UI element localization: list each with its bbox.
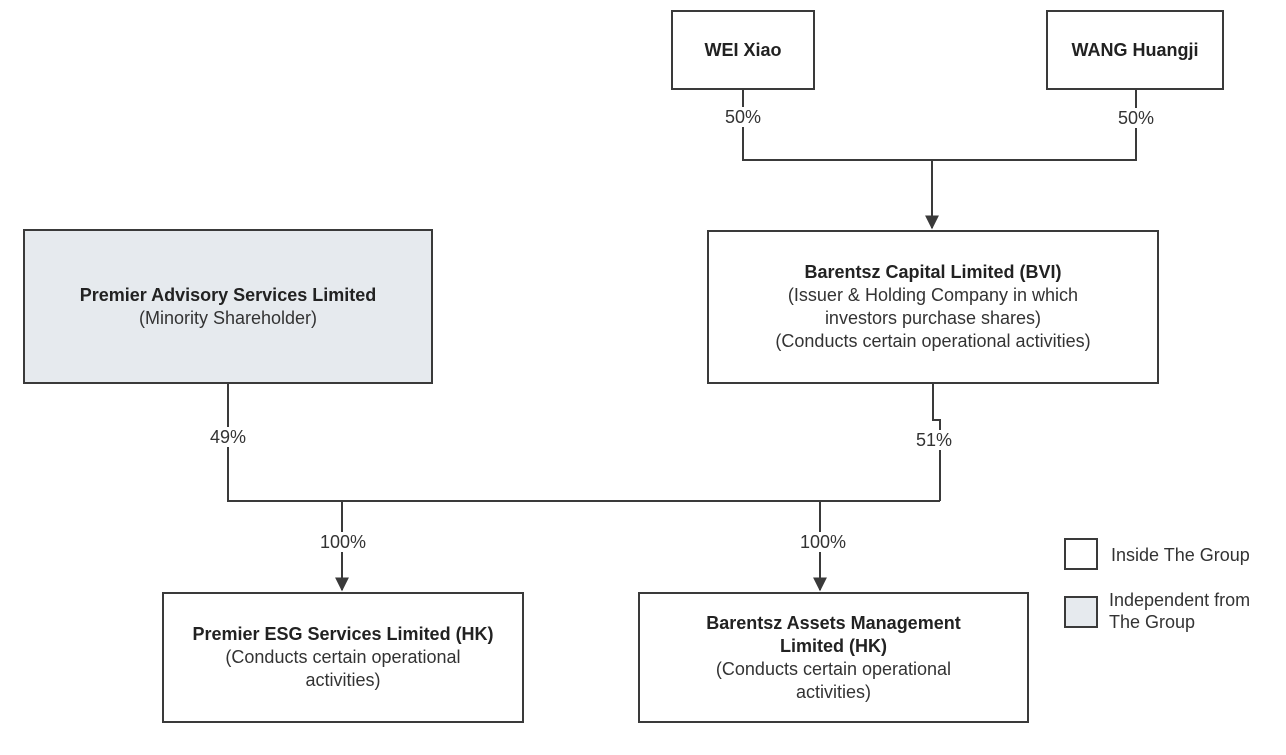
node-wang-huangji: WANG Huangji xyxy=(1046,10,1224,90)
node-desc-line: (Conducts certain operational xyxy=(715,658,952,679)
node-title: Premier Advisory Services Limited xyxy=(79,284,377,305)
node-desc-line: (Conducts certain operational activities… xyxy=(775,331,1091,351)
edge-premier-advisory xyxy=(227,384,940,502)
node-desc-line: investors purchase shares) xyxy=(824,308,1042,328)
legend-inside-swatch xyxy=(1064,538,1098,570)
node-title: WEI Xiao xyxy=(704,39,782,60)
node-title-line: Limited (HK) xyxy=(780,635,887,656)
node-premier-advisory: Premier Advisory Services Limited (Minor… xyxy=(23,229,433,384)
node-desc-line: activities) xyxy=(305,670,381,690)
node-desc-line: (Issuer & Holding Company in which xyxy=(787,285,1079,305)
legend-independent-swatch xyxy=(1064,596,1098,628)
node-desc-line: (Conducts certain operational xyxy=(225,647,461,667)
pct-wang-huangji: 50% xyxy=(1115,108,1157,128)
edge-wang-huangji xyxy=(932,90,1137,161)
pct-barentsz-capital: 51% xyxy=(913,430,955,450)
node-barentsz-capital: Barentsz Capital Limited (BVI) (Issuer &… xyxy=(707,230,1159,384)
node-title: Barentsz Capital Limited (BVI) xyxy=(804,262,1062,282)
node-title: Premier ESG Services Limited (HK) xyxy=(192,624,494,644)
edge-wei-xiao xyxy=(742,90,932,161)
pct-premier-advisory: 49% xyxy=(207,427,249,447)
pct-premier-esg: 100% xyxy=(317,532,369,552)
node-title-line: Barentsz Assets Management xyxy=(706,612,961,633)
pct-barentsz-assets: 100% xyxy=(797,532,849,552)
node-premier-esg: Premier ESG Services Limited (HK) (Condu… xyxy=(162,592,524,723)
edge-barentsz-capital xyxy=(932,384,941,501)
node-desc-line: activities) xyxy=(795,681,871,702)
node-barentsz-assets: Barentsz Assets Management Limited (HK) … xyxy=(638,592,1029,723)
legend-inside-label: Inside The Group xyxy=(1111,545,1250,565)
node-wei-xiao: WEI Xiao xyxy=(671,10,815,90)
legend-independent-label-line: The Group xyxy=(1109,612,1196,632)
pct-wei-xiao: 50% xyxy=(722,107,764,127)
node-desc: (Minority Shareholder) xyxy=(138,307,318,328)
legend-independent-label-line: Independent from xyxy=(1109,590,1251,610)
node-title: WANG Huangji xyxy=(1071,39,1199,60)
